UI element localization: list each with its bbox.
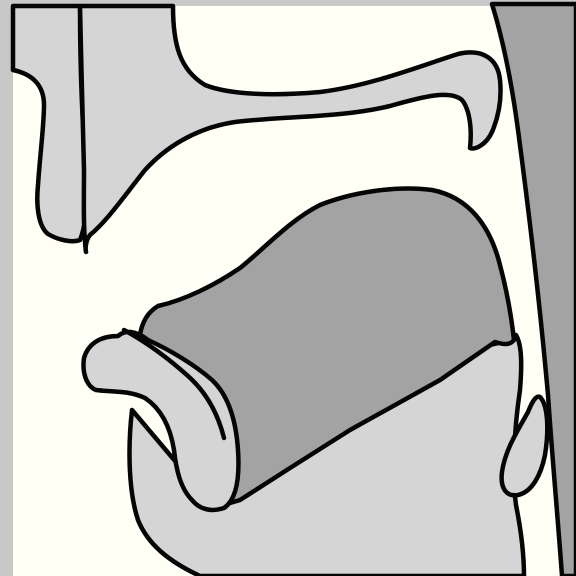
upper-lip [13, 6, 87, 241]
left-frame-edge [0, 0, 13, 576]
